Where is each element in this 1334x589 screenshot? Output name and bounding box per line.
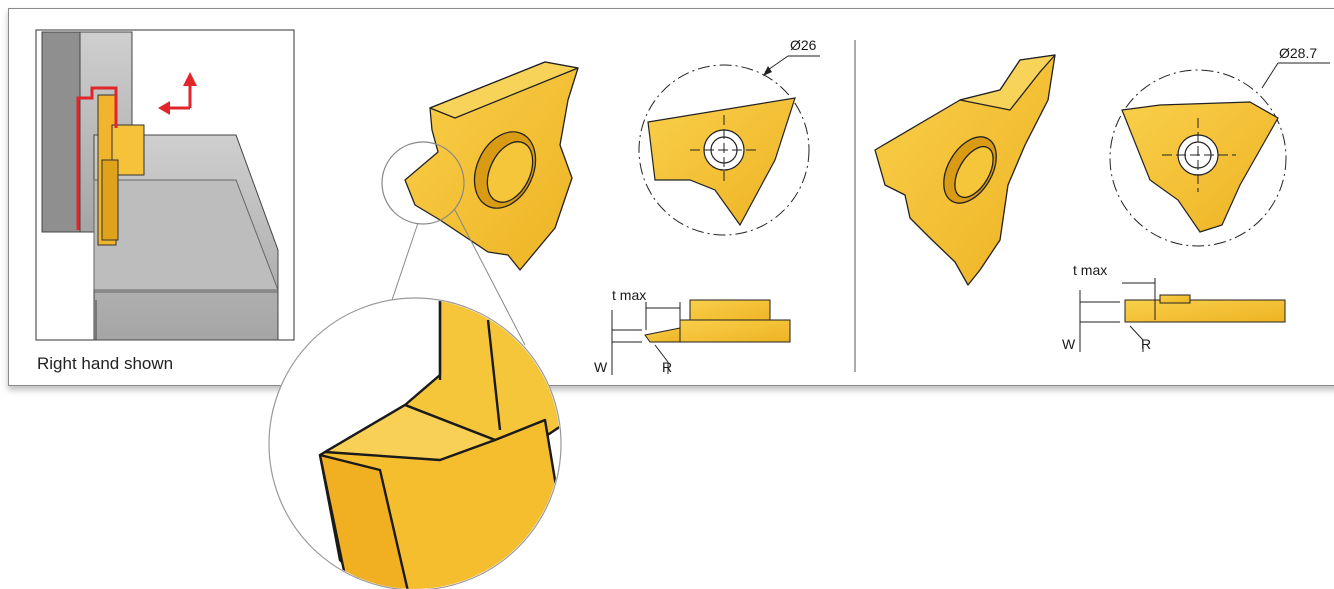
left-insert-side-view <box>611 299 791 375</box>
right-tmax-label: t max <box>1073 262 1108 278</box>
detail-magnification <box>268 297 562 589</box>
right-insert-3d <box>874 54 1056 286</box>
right-diameter-label: Ø28.7 <box>1279 45 1318 61</box>
right-insert-side-view <box>1079 278 1286 352</box>
right-w-label: W <box>1062 336 1076 352</box>
left-r-label: R <box>662 359 673 375</box>
left-w-label: W <box>594 359 608 375</box>
left-tmax-label: t max <box>612 287 647 303</box>
left-diameter-label: Ø26 <box>790 37 817 53</box>
caption-right-hand: Right hand shown <box>37 354 174 373</box>
right-insert-top-view <box>1109 62 1330 247</box>
detail-marker-circle <box>381 141 465 225</box>
left-insert-top-view <box>638 55 820 236</box>
right-r-label: R <box>1141 336 1152 352</box>
machining-illustration <box>35 29 295 341</box>
left-insert-3d <box>404 61 579 271</box>
